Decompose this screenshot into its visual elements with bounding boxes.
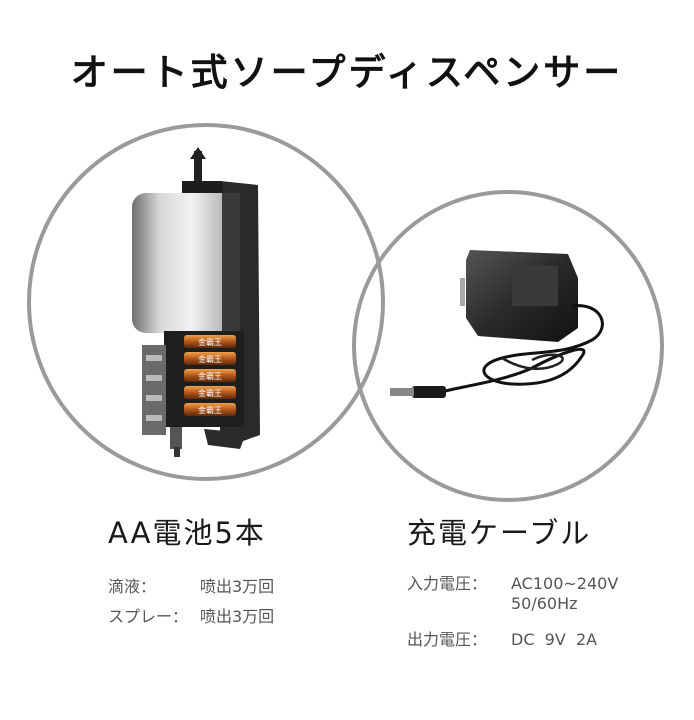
input-voltage-value: AC100~240V	[511, 574, 619, 593]
output-voltage-row: 出力電圧： DC 9V 2A	[407, 626, 597, 650]
battery-label: 金霸王	[198, 388, 222, 398]
battery-label: 金霸王	[198, 371, 222, 381]
battery-label: 金霸王	[198, 405, 222, 415]
liquid-label: 滴液：	[108, 577, 157, 596]
liquid-spec-row: 滴液： 喷出3万回	[108, 573, 274, 597]
page-title: オート式ソープディスペンサー	[70, 51, 624, 94]
spray-value: 喷出3万回	[200, 607, 275, 626]
cable-caption: 充電ケーブル	[407, 516, 592, 550]
charger-image	[390, 250, 604, 398]
battery-label: 金霸王	[198, 354, 222, 364]
output-voltage-value: DC 9V 2A	[511, 630, 598, 649]
liquid-value: 喷出3万回	[200, 577, 275, 596]
input-voltage-label: 入力電圧：	[407, 574, 488, 593]
battery-caption: AA電池5本	[108, 516, 266, 550]
input-voltage-row: 入力電圧： AC100~240V	[407, 570, 618, 594]
cable-circle	[352, 190, 664, 502]
input-frequency-value: 50/60Hz	[511, 594, 578, 613]
spray-label: スプレー：	[108, 607, 189, 626]
spray-spec-row: スプレー： 喷出3万回	[108, 603, 274, 627]
output-voltage-label: 出力電圧：	[407, 630, 488, 649]
battery-label: 金霸王	[198, 337, 222, 347]
